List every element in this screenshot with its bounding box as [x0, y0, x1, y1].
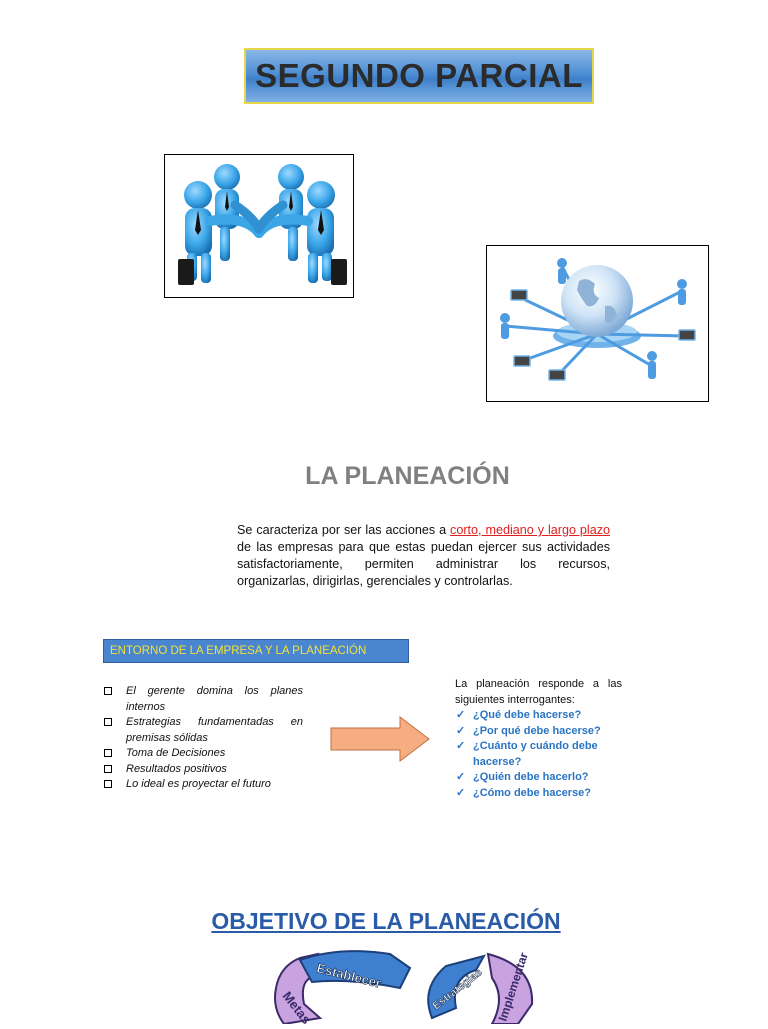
- list-item: ✓ ¿Qué debe hacerse?: [455, 708, 622, 724]
- list-item: El gerente domina los planes internos: [103, 684, 303, 715]
- checkbox-square-icon: [104, 718, 112, 726]
- list-item-text: El gerente domina los planes internos: [126, 685, 303, 713]
- list-item: ✓ ¿Cuánto y cuándo debe hacerse?: [455, 739, 622, 770]
- list-item: Estrategias fundamentadas en premisas só…: [103, 715, 303, 746]
- objective-title: OBJETIVO DE LA PLANEACIÓN: [211, 908, 561, 934]
- list-item: Resultados positivos: [103, 762, 303, 778]
- definition-text-after: de las empresas para que estas puedan ej…: [237, 540, 610, 588]
- network-image: [486, 245, 709, 402]
- team-people-illustration: [178, 164, 347, 285]
- list-item: ✓ ¿Cómo debe hacerse?: [455, 786, 622, 802]
- checkmark-icon: ✓: [456, 740, 466, 752]
- checkbox-square-icon: [104, 687, 112, 695]
- checkbox-square-icon: [104, 764, 112, 773]
- list-item: ✓ ¿Por qué debe hacerse?: [455, 724, 622, 740]
- list-item: ✓ ¿Quién debe hacerlo?: [455, 770, 622, 786]
- list-item: Lo ideal es proyectar el futuro: [103, 777, 303, 793]
- checkmark-icon: ✓: [456, 786, 466, 799]
- cycle-diagram: Establecer Metas Estrategias Implementar: [270, 948, 540, 1029]
- checkbox-square-icon: [104, 780, 112, 788]
- question-text: ¿Quién debe hacerlo?: [473, 771, 589, 783]
- cycle-diagram-svg: Establecer Metas Estrategias Implementar: [274, 950, 534, 1027]
- checkbox-square-icon: [104, 749, 112, 757]
- definition-text-before: Se caracteriza por ser las acciones a: [237, 523, 451, 537]
- checkmark-icon: ✓: [456, 724, 466, 737]
- question-text: ¿Qué debe hacerse?: [473, 709, 582, 721]
- list-item-text: Estrategias fundamentadas en premisas só…: [126, 716, 303, 744]
- definition-paragraph: Se caracteriza por ser las acciones a co…: [237, 522, 610, 590]
- title-banner: SEGUNDO PARCIAL: [244, 48, 594, 104]
- checkmark-icon: ✓: [456, 709, 466, 721]
- checkmark-icon: ✓: [456, 771, 466, 783]
- environment-list: El gerente domina los planes internos Es…: [103, 684, 303, 793]
- team-image: [164, 154, 354, 298]
- list-item-text: Lo ideal es proyectar el futuro: [126, 778, 271, 790]
- questions-list: ✓ ¿Qué debe hacerse? ✓ ¿Por qué debe hacer…: [455, 708, 622, 801]
- section-title: LA PLANEACIÓN: [305, 462, 510, 490]
- question-text: ¿Cuánto y cuándo debe hacerse?: [473, 740, 598, 768]
- question-text: ¿Cómo debe hacerse?: [473, 786, 591, 799]
- network-globe-illustration: [500, 258, 696, 381]
- question-text: ¿Por qué debe hacerse?: [473, 724, 601, 737]
- list-item-text: Resultados positivos: [126, 762, 227, 775]
- questions-intro: La planeación responde a las siguientes …: [455, 678, 622, 706]
- right-arrow-icon: [330, 715, 430, 767]
- list-item-text: Toma de Decisiones: [126, 747, 226, 759]
- definition-highlight: corto, mediano y largo plazo: [450, 523, 610, 537]
- page-title: SEGUNDO PARCIAL: [255, 57, 583, 94]
- list-item: Toma de Decisiones: [103, 746, 303, 762]
- environment-header: ENTORNO DE LA EMPRESA Y LA PLANEACIÓN: [103, 639, 409, 663]
- questions-block: La planeación responde a las siguientes …: [455, 677, 622, 801]
